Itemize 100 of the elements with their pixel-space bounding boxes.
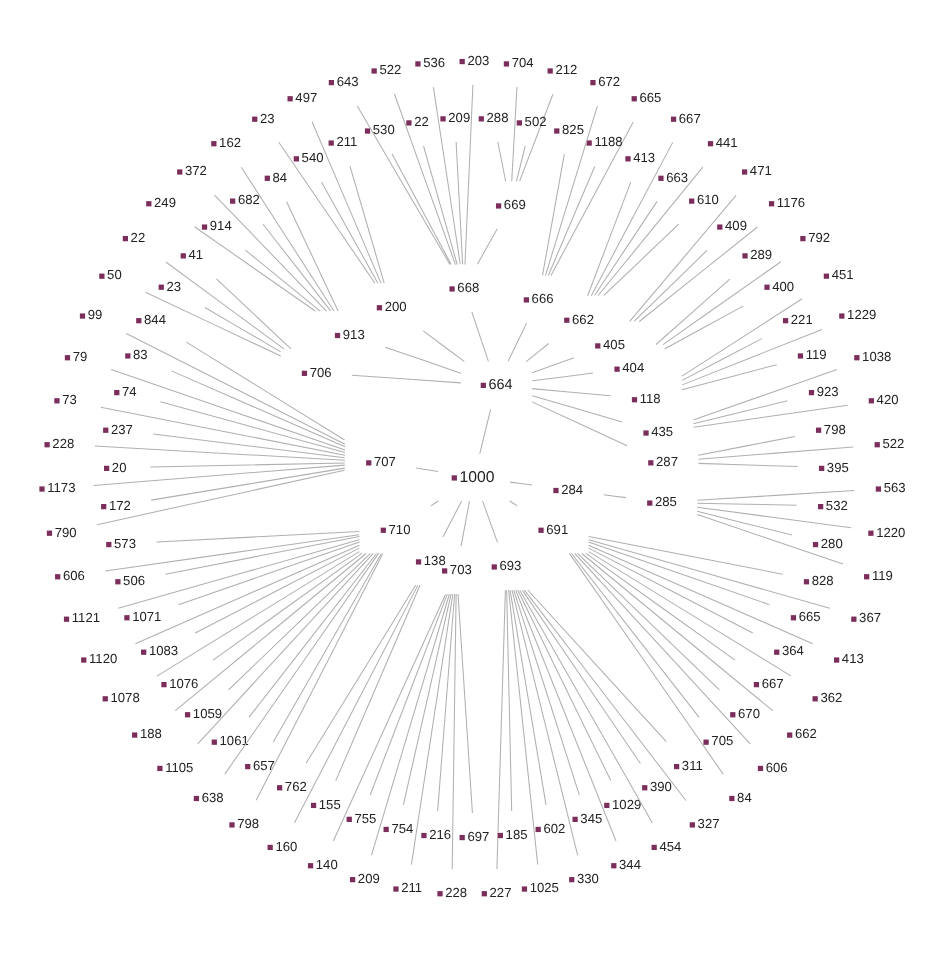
- connector: [698, 446, 854, 460]
- connector: [240, 166, 335, 312]
- node-box: [63, 616, 70, 622]
- node-box: [643, 430, 649, 436]
- node-box: [39, 486, 45, 492]
- node-box: [229, 822, 235, 828]
- connector: [603, 223, 680, 296]
- node-box: [787, 732, 793, 738]
- node-box: [55, 574, 61, 580]
- connector: [541, 153, 565, 276]
- node-box: [674, 764, 680, 770]
- node-box: [730, 712, 736, 718]
- node-box: [631, 96, 637, 102]
- connector: [594, 200, 658, 297]
- connector: [356, 105, 451, 266]
- node-box: [631, 397, 638, 403]
- connector: [194, 226, 316, 312]
- connector: [278, 141, 376, 284]
- node-box: [753, 682, 760, 688]
- connector: [391, 153, 452, 265]
- node-box: [689, 198, 695, 204]
- connector: [482, 500, 498, 543]
- node-box: [364, 128, 371, 134]
- connector: [464, 84, 474, 265]
- connector: [432, 86, 461, 265]
- node-box: [839, 313, 845, 319]
- node-box: [161, 682, 167, 688]
- connector: [402, 593, 452, 806]
- node-box: [742, 169, 748, 175]
- node-box: [797, 353, 804, 359]
- node-box: [864, 574, 870, 580]
- connector: [519, 589, 653, 824]
- connector: [547, 165, 596, 276]
- node-box: [136, 318, 142, 324]
- connector: [174, 552, 367, 712]
- node-box: [158, 284, 164, 290]
- connector: [693, 404, 849, 428]
- node-box: [689, 822, 695, 828]
- node-box: [46, 530, 53, 536]
- node-box: [211, 739, 217, 745]
- node-box: [122, 236, 128, 242]
- node-box: [201, 224, 208, 230]
- connector: [437, 593, 456, 812]
- node-box: [614, 366, 620, 372]
- connector: [430, 500, 439, 507]
- node-box: [604, 802, 610, 809]
- connector: [681, 338, 763, 381]
- node-box: [64, 355, 71, 361]
- node-box: [586, 140, 592, 146]
- node-box: [328, 80, 334, 86]
- node-box: [572, 816, 578, 822]
- connector: [523, 589, 687, 802]
- connector: [581, 552, 774, 712]
- connector: [423, 145, 458, 266]
- node-box: [383, 826, 389, 833]
- node-box: [854, 355, 860, 361]
- node-box: [717, 224, 723, 230]
- connector: [204, 307, 282, 353]
- connector: [149, 462, 346, 468]
- node-box: [252, 116, 258, 122]
- connector: [410, 593, 454, 866]
- node-box: [808, 390, 815, 396]
- connector: [248, 552, 378, 718]
- connector: [215, 278, 292, 350]
- node-box: [157, 765, 163, 772]
- node-box: [115, 579, 121, 585]
- node-box: [103, 427, 109, 433]
- node-box: [495, 203, 502, 209]
- node-box: [503, 61, 510, 67]
- node-box: [184, 712, 191, 718]
- connector: [224, 552, 380, 775]
- connector: [228, 552, 371, 691]
- node-box: [211, 141, 217, 147]
- connector: [212, 552, 363, 661]
- connector: [476, 228, 498, 265]
- node-box: [590, 80, 596, 86]
- connector: [570, 552, 700, 718]
- connector: [479, 408, 492, 455]
- node-box: [642, 785, 648, 791]
- node-box: [277, 785, 283, 791]
- connector: [194, 547, 360, 634]
- node-box: [114, 390, 120, 396]
- node-box: [547, 68, 553, 74]
- node-box: [44, 442, 50, 448]
- connector: [351, 374, 462, 384]
- node-box: [818, 504, 824, 510]
- node-box: [478, 116, 484, 122]
- connector: [507, 322, 528, 362]
- connector: [663, 305, 744, 350]
- connector: [513, 589, 580, 796]
- connector: [681, 329, 823, 386]
- connector: [655, 278, 731, 345]
- node-box: [350, 877, 356, 883]
- node-box: [742, 253, 748, 259]
- connector: [164, 536, 360, 575]
- node-box: [79, 313, 86, 319]
- node-box: [834, 657, 840, 663]
- connector: [262, 223, 332, 312]
- connector: [272, 553, 382, 743]
- connector: [156, 551, 360, 677]
